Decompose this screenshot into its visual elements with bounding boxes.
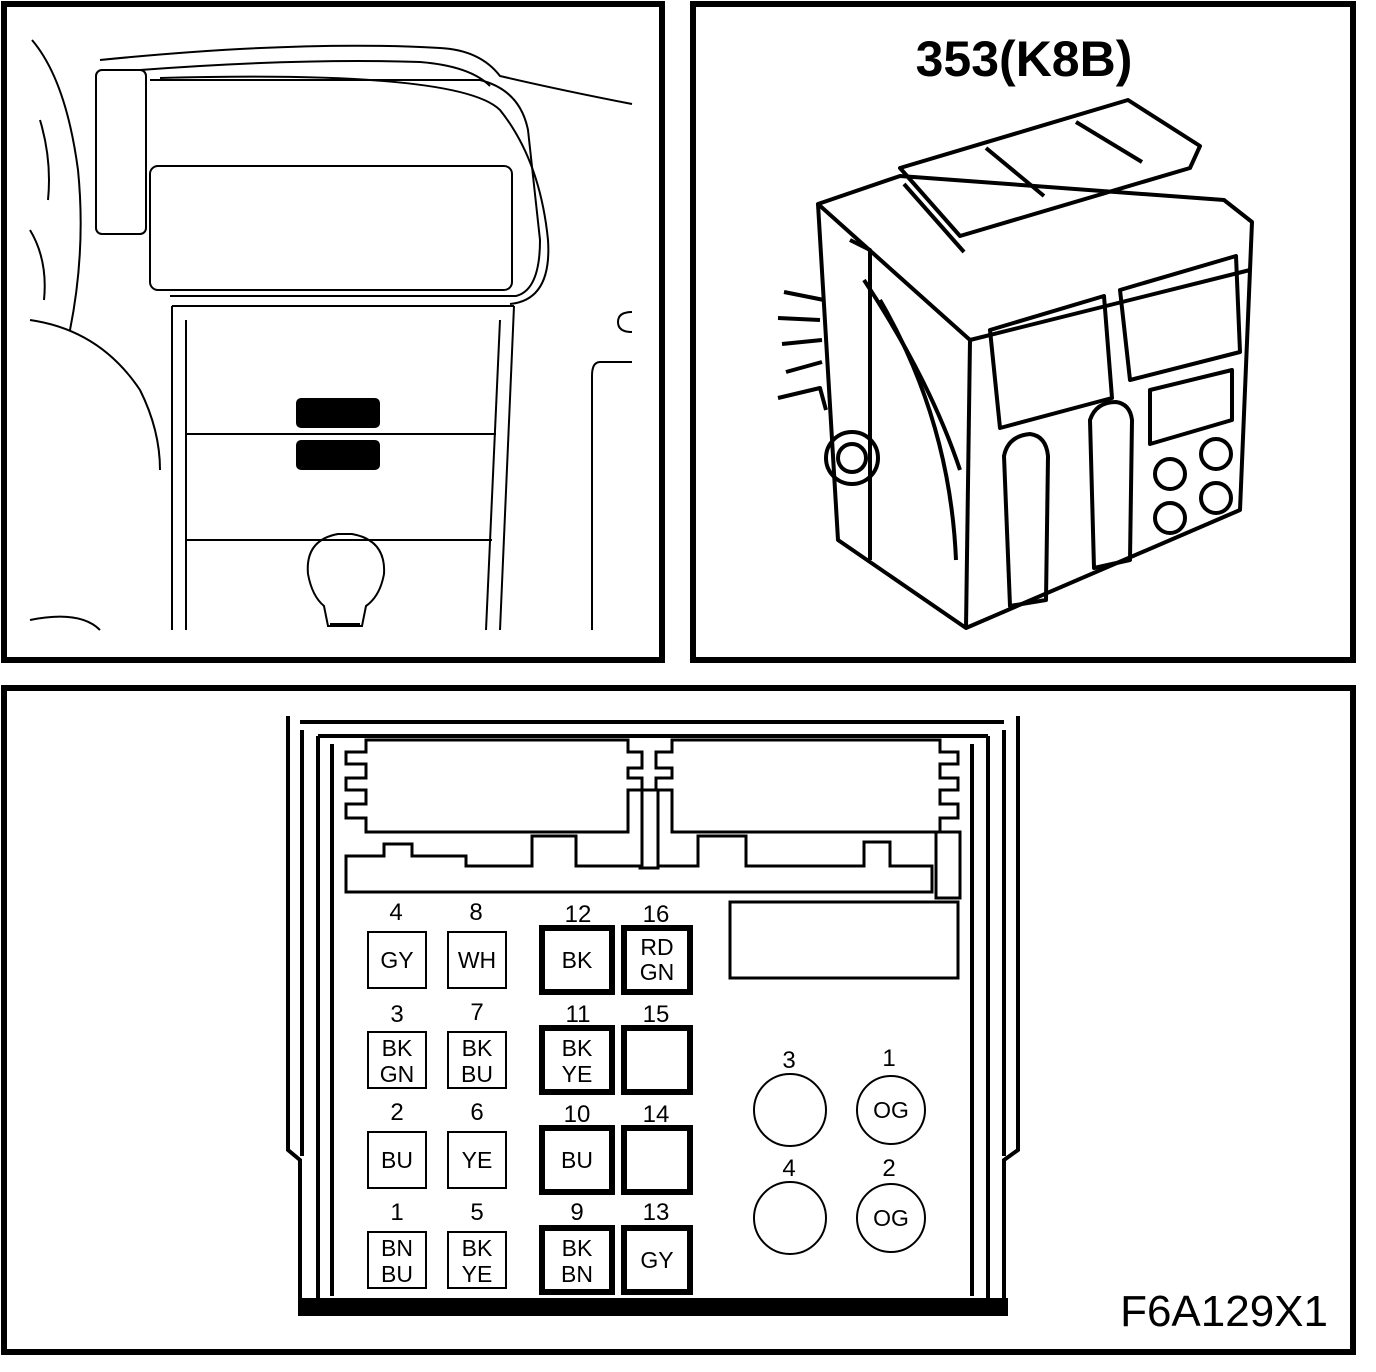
pin-number: 3 [390,1001,403,1028]
pin-number: 12 [565,901,592,928]
connector-title: 353(K8B) [916,31,1133,87]
pin-number: 4 [782,1155,795,1182]
pin-13: 13 GY [621,1199,693,1295]
round-pin-4: 4 [753,1155,827,1255]
pin-number: 11 [566,1001,591,1028]
pin-label: BK [562,947,593,973]
pin-number: 6 [470,1099,483,1126]
pin-number: 4 [389,899,402,926]
pin-label-line-2: BN [561,1261,593,1287]
pin-label-line-1: BK [462,1035,493,1061]
pin-label-line-2: YE [462,1261,493,1287]
pin-number: 10 [564,1101,591,1128]
pin-number: 16 [643,901,670,928]
pin-number: 7 [470,999,483,1026]
pin-label-line-2: BU [381,1261,413,1287]
pin-label-line-1: RD [640,934,673,960]
pin-label-line-1: BK [562,1035,593,1061]
pin-number: 15 [643,1001,670,1028]
pin-label: WH [458,947,496,973]
pin-6: 6 YE [447,1099,507,1189]
pin-label-line-1: BK [382,1035,413,1061]
pin-15: 15 [621,1001,693,1095]
pin-number: 8 [469,899,482,926]
pin-label-line-1: BN [381,1235,413,1261]
pin-9: 9 BK BN [539,1199,615,1295]
pin-7: 7 BK BU [447,999,507,1089]
pin-label-line-1: BK [562,1235,593,1261]
pin-number: 1 [882,1045,895,1072]
pin-label-line-2: YE [562,1061,593,1087]
pin-2: 2 BU [367,1099,427,1189]
pin-label: OG [873,1205,909,1231]
connector-latch-features [344,738,962,980]
pin-label-line-2: GN [640,959,675,985]
pin-label: BU [381,1147,413,1173]
pin-14: 14 [621,1101,693,1195]
round-pin-3: 3 [753,1047,827,1147]
pin-8: 8 WH [447,899,507,989]
pinout-panel: 4 GY 8 WH 12 BK 16 RD GN 3 [1,685,1356,1355]
round-pin-group: 3 1 OG 4 2 OG [753,1045,926,1255]
pin-number: 5 [470,1199,483,1226]
connector-3d-panel: 353(K8B) [690,1,1356,663]
pin-1: 1 BN BU [367,1199,427,1289]
pin-number: 14 [643,1101,670,1128]
pin-label: OG [873,1097,909,1123]
pin-number: 2 [882,1155,895,1182]
pin-12: 12 BK [539,901,615,995]
pin-label-line-2: BU [461,1061,493,1087]
location-panel [1,1,665,663]
pin-label: GY [380,947,413,973]
pin-number: 13 [643,1199,670,1226]
pin-3: 3 BK GN [367,1001,427,1089]
pin-number: 2 [390,1099,403,1126]
pin-16: 16 RD GN [621,901,693,995]
pin-4: 4 GY [367,899,427,989]
round-pin-2: 2 OG [856,1155,926,1253]
pin-11: 11 BK YE [539,1001,615,1095]
pin-10: 10 BU [539,1101,615,1195]
connector-housing [286,716,1020,1316]
pin-number: 1 [390,1199,403,1226]
square-pin-grid: 4 GY 8 WH 12 BK 16 RD GN 3 [367,899,693,1295]
pin-number: 9 [570,1199,583,1226]
pin-5: 5 BK YE [447,1199,507,1289]
pin-label: YE [462,1147,493,1173]
pin-label-line-1: BK [462,1235,493,1261]
pin-number: 3 [782,1047,795,1074]
pin-label: BU [561,1147,593,1173]
round-pin-1: 1 OG [856,1045,926,1145]
pin-label-line-2: GN [380,1061,415,1087]
pin-label: GY [640,1247,673,1273]
figure-code: F6A129X1 [1120,1287,1328,1336]
